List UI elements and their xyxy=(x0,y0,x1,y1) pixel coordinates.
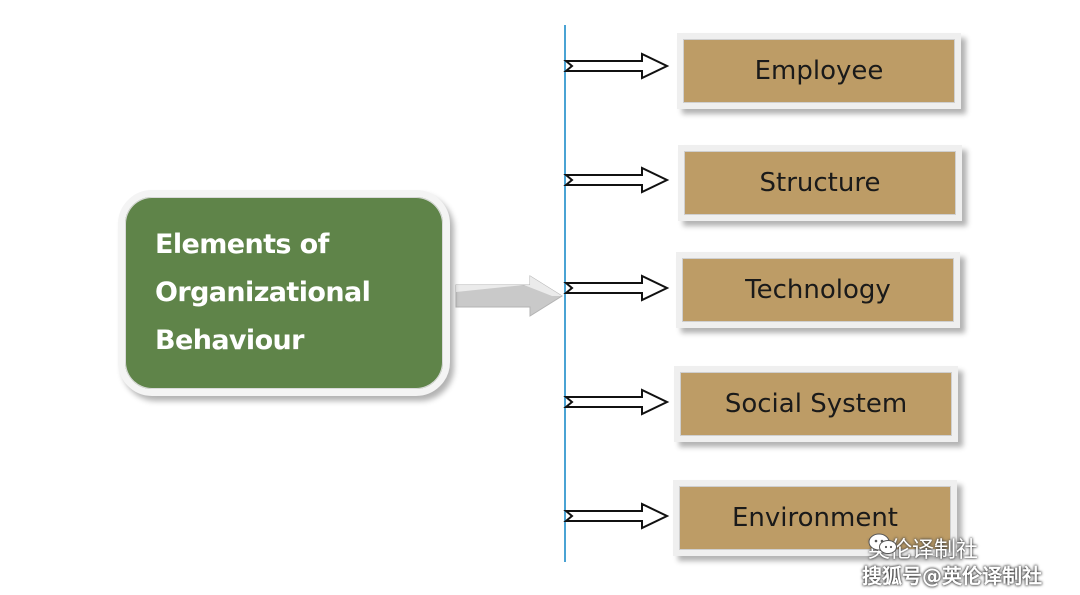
branch-arrow-technology xyxy=(563,274,670,302)
element-node-technology: Technology xyxy=(676,252,960,328)
element-label-environment: Environment xyxy=(731,503,899,533)
element-label-technology: Technology xyxy=(745,275,891,305)
element-node-social-system: Social System xyxy=(674,366,958,442)
element-node-employee: Employee xyxy=(677,33,961,109)
branch-arrow-environment xyxy=(563,502,670,530)
root-arrow xyxy=(455,275,563,317)
element-node-structure: Structure xyxy=(678,145,962,221)
element-label-structure: Structure xyxy=(759,168,881,198)
branch-arrow-structure xyxy=(563,166,670,194)
element-label-employee: Employee xyxy=(754,56,884,86)
root-node-title: Elements of Organizational Behaviour xyxy=(155,229,371,356)
element-node-environment: Environment xyxy=(673,480,957,556)
root-node: Elements of Organizational Behaviour xyxy=(118,190,450,396)
wechat-watermark: 英伦译制社 xyxy=(868,532,978,564)
wechat-icon xyxy=(868,533,897,554)
branch-arrow-social-system xyxy=(563,388,670,416)
element-label-social-system: Social System xyxy=(724,389,908,419)
branch-arrow-employee xyxy=(563,52,670,80)
sohu-watermark: 搜狐号@英伦译制社 xyxy=(862,564,1042,588)
